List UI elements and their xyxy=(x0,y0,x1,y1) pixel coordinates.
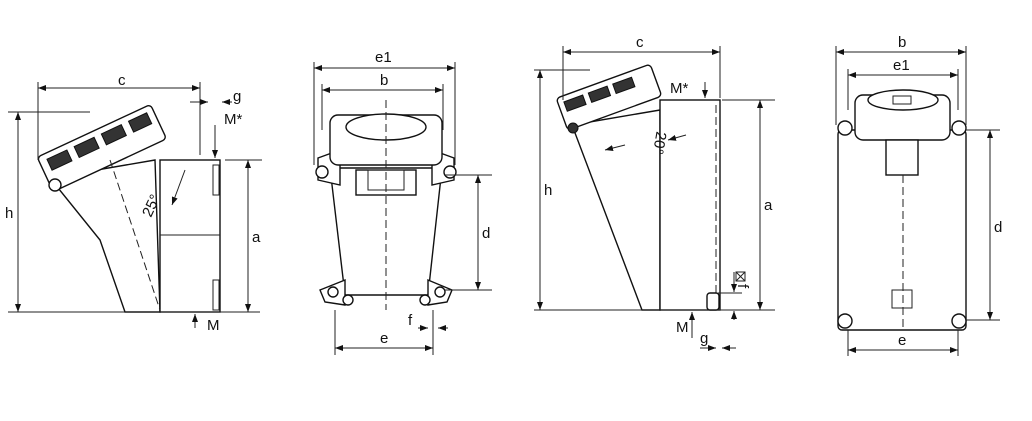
dim-label-b: b xyxy=(380,72,388,89)
view-front: e1 b d e f xyxy=(313,49,492,355)
dim-label-c: c xyxy=(118,72,126,89)
dim-label-m: M xyxy=(676,319,689,336)
dim-label-h: h xyxy=(544,182,552,199)
dim-label-m-star: M* xyxy=(670,80,688,97)
view-side-20deg: c M* h a 20° f M g xyxy=(534,34,775,351)
mounting-plate xyxy=(659,99,721,311)
dim-label-c: c xyxy=(636,34,644,51)
body-outline xyxy=(571,109,661,311)
dim-label-d: d xyxy=(994,219,1002,236)
dim-label-a: a xyxy=(252,229,261,246)
dim-label-b: b xyxy=(898,34,906,51)
angle-label: 20° xyxy=(649,130,670,155)
dim-label-h: h xyxy=(5,205,13,222)
cap-head xyxy=(556,64,662,130)
dim-label-e: e xyxy=(898,332,906,349)
dim-label-a: a xyxy=(764,197,773,214)
dim-label-g: g xyxy=(700,330,708,347)
dim-label-f: f xyxy=(408,312,413,329)
dim-label-m-star: M* xyxy=(224,111,242,128)
dim-label-f: f xyxy=(734,284,751,289)
cap-head xyxy=(37,105,166,192)
dim-label-g: g xyxy=(233,88,241,105)
dim-label-e1: e1 xyxy=(375,49,392,66)
dim-label-m: M xyxy=(207,317,220,334)
dim-label-e1: e1 xyxy=(893,57,910,74)
mounting-plate xyxy=(159,159,221,313)
gland-symbol-icon xyxy=(735,271,746,282)
view-rear: b e1 d e xyxy=(835,34,1002,356)
dim-label-d: d xyxy=(482,225,490,242)
view-side-25deg: c g M* h a 25° M xyxy=(5,72,262,334)
dim-label-e: e xyxy=(380,330,388,347)
